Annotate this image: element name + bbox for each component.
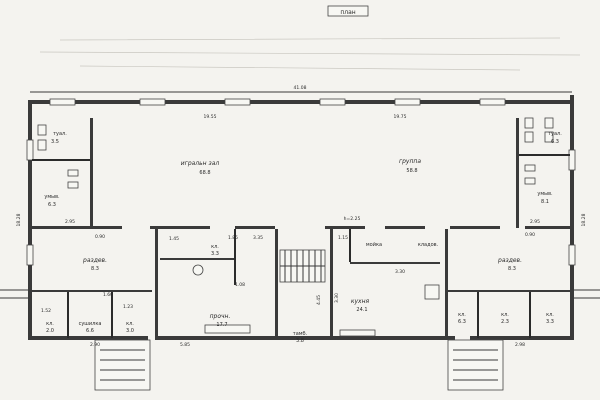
room-corridor-area: 17.7 xyxy=(216,322,227,328)
room-wash-right-name: умыв. xyxy=(537,191,553,197)
dim-corridor-top: 1.15 xyxy=(338,235,348,241)
room-small-c-area: 6.3 xyxy=(458,319,466,325)
outer-walls xyxy=(28,95,574,340)
room-dressing-left-area: 8.3 xyxy=(91,266,99,272)
dim-stair-len: 4.45 xyxy=(316,295,322,305)
room-pantry-r-name: кладов. xyxy=(418,242,439,248)
dim-door-right: 0.90 xyxy=(525,232,535,238)
room-small-e-name: кл. xyxy=(546,312,554,318)
dim-left-side: 18.28 xyxy=(16,213,22,226)
plan-title: план xyxy=(340,9,355,16)
background-notes xyxy=(39,37,581,71)
room-corridor-name: прочн. xyxy=(210,313,231,320)
toilet-fixtures-left xyxy=(37,124,79,189)
room-dressing-right-area: 8.3 xyxy=(508,266,516,272)
room-group-area: 58.8 xyxy=(406,168,417,174)
room-vestibule-area: 3.8 xyxy=(296,338,304,344)
room-playroom-area: 68.8 xyxy=(199,170,210,176)
dim-inner-left: 2.95 xyxy=(65,219,75,225)
room-office-area: 6.6 xyxy=(86,328,94,334)
dim-top-overall: 41.08 xyxy=(294,85,307,91)
dim-small-2: 3.35 xyxy=(253,235,263,241)
room-wash-kitchen-name: мойка xyxy=(366,241,382,248)
room-pantry-area: 3.3 xyxy=(211,251,219,257)
room-small-a-name: кл. xyxy=(46,321,54,327)
room-toilet-left-area: 3.5 xyxy=(51,139,59,145)
dim-wc-3: 1.52 xyxy=(41,308,51,314)
side-windows xyxy=(26,139,576,266)
dim-wc-1: 1.60 xyxy=(103,292,113,298)
dim-bottom-right: 2.98 xyxy=(515,342,525,348)
dim-bottom-left: 2.90 xyxy=(90,342,100,348)
room-small-e-area: 3.3 xyxy=(546,319,554,325)
room-small-d-area: 2.3 xyxy=(501,319,509,325)
kitchen-fixtures xyxy=(192,264,440,337)
room-group-name: группа xyxy=(399,158,421,165)
room-playroom-name: игральн зал xyxy=(181,160,220,167)
dim-top-right: 19.75 xyxy=(394,114,407,120)
room-toilet-left-name: туал. xyxy=(53,131,67,137)
room-kitchen-name: кухня xyxy=(351,298,370,305)
stairs xyxy=(279,249,326,283)
dim-small-1: 1.85 xyxy=(228,235,238,241)
room-toilet-right-area: 6.3 xyxy=(551,139,559,145)
room-small-d-name: кл. xyxy=(501,312,509,318)
dim-top-left: 19.55 xyxy=(204,114,217,120)
room-labels: игральн зал 68.8 группа 58.8 туал. 3.5 у… xyxy=(44,131,562,344)
room-small-b-area: 3.0 xyxy=(126,328,134,334)
dim-inner-right: 2.95 xyxy=(530,219,540,225)
dim-center-top: h=2.25 xyxy=(344,216,361,222)
dim-small-3: 1.08 xyxy=(235,282,245,288)
dim-right-side: 18.28 xyxy=(581,213,587,226)
room-office-name: сушилка xyxy=(79,321,102,327)
dimension-labels: 2.95 2.95 0.90 0.90 1.45 h=2.25 1.15 3.3… xyxy=(41,216,540,348)
interior-walls xyxy=(32,118,570,339)
room-pantry-name: кл. xyxy=(211,244,219,250)
title-stamp xyxy=(327,5,369,17)
room-small-b-name: кл. xyxy=(126,321,134,327)
dim-wc-2: 1.23 xyxy=(123,304,133,310)
dim-bottom-center: 5.85 xyxy=(180,342,190,348)
room-small-c-name: кл. xyxy=(458,312,466,318)
room-wash-left-area: 6.3 xyxy=(48,202,56,208)
dim-door-left: 0.90 xyxy=(95,234,105,240)
toilet-fixtures-right xyxy=(524,117,554,185)
dim-kitchen-height: 3.30 xyxy=(334,293,340,303)
room-dressing-right-name: раздев. xyxy=(497,257,522,264)
room-toilet-right-name: туал. xyxy=(548,131,562,137)
room-wash-left-name: умыв. xyxy=(44,194,60,200)
room-vestibule-name: тамб. xyxy=(293,331,308,337)
room-small-a-area: 2.0 xyxy=(46,328,54,334)
dim-stair-top: 1.45 xyxy=(169,236,179,242)
dim-kitchen-width: 3.30 xyxy=(395,269,405,275)
top-windows xyxy=(49,98,506,106)
entrance-steps xyxy=(0,289,600,391)
room-wash-right-area: 8.1 xyxy=(541,199,549,205)
room-dressing-left-name: раздев. xyxy=(82,257,107,264)
room-kitchen-area: 24.1 xyxy=(356,307,367,313)
